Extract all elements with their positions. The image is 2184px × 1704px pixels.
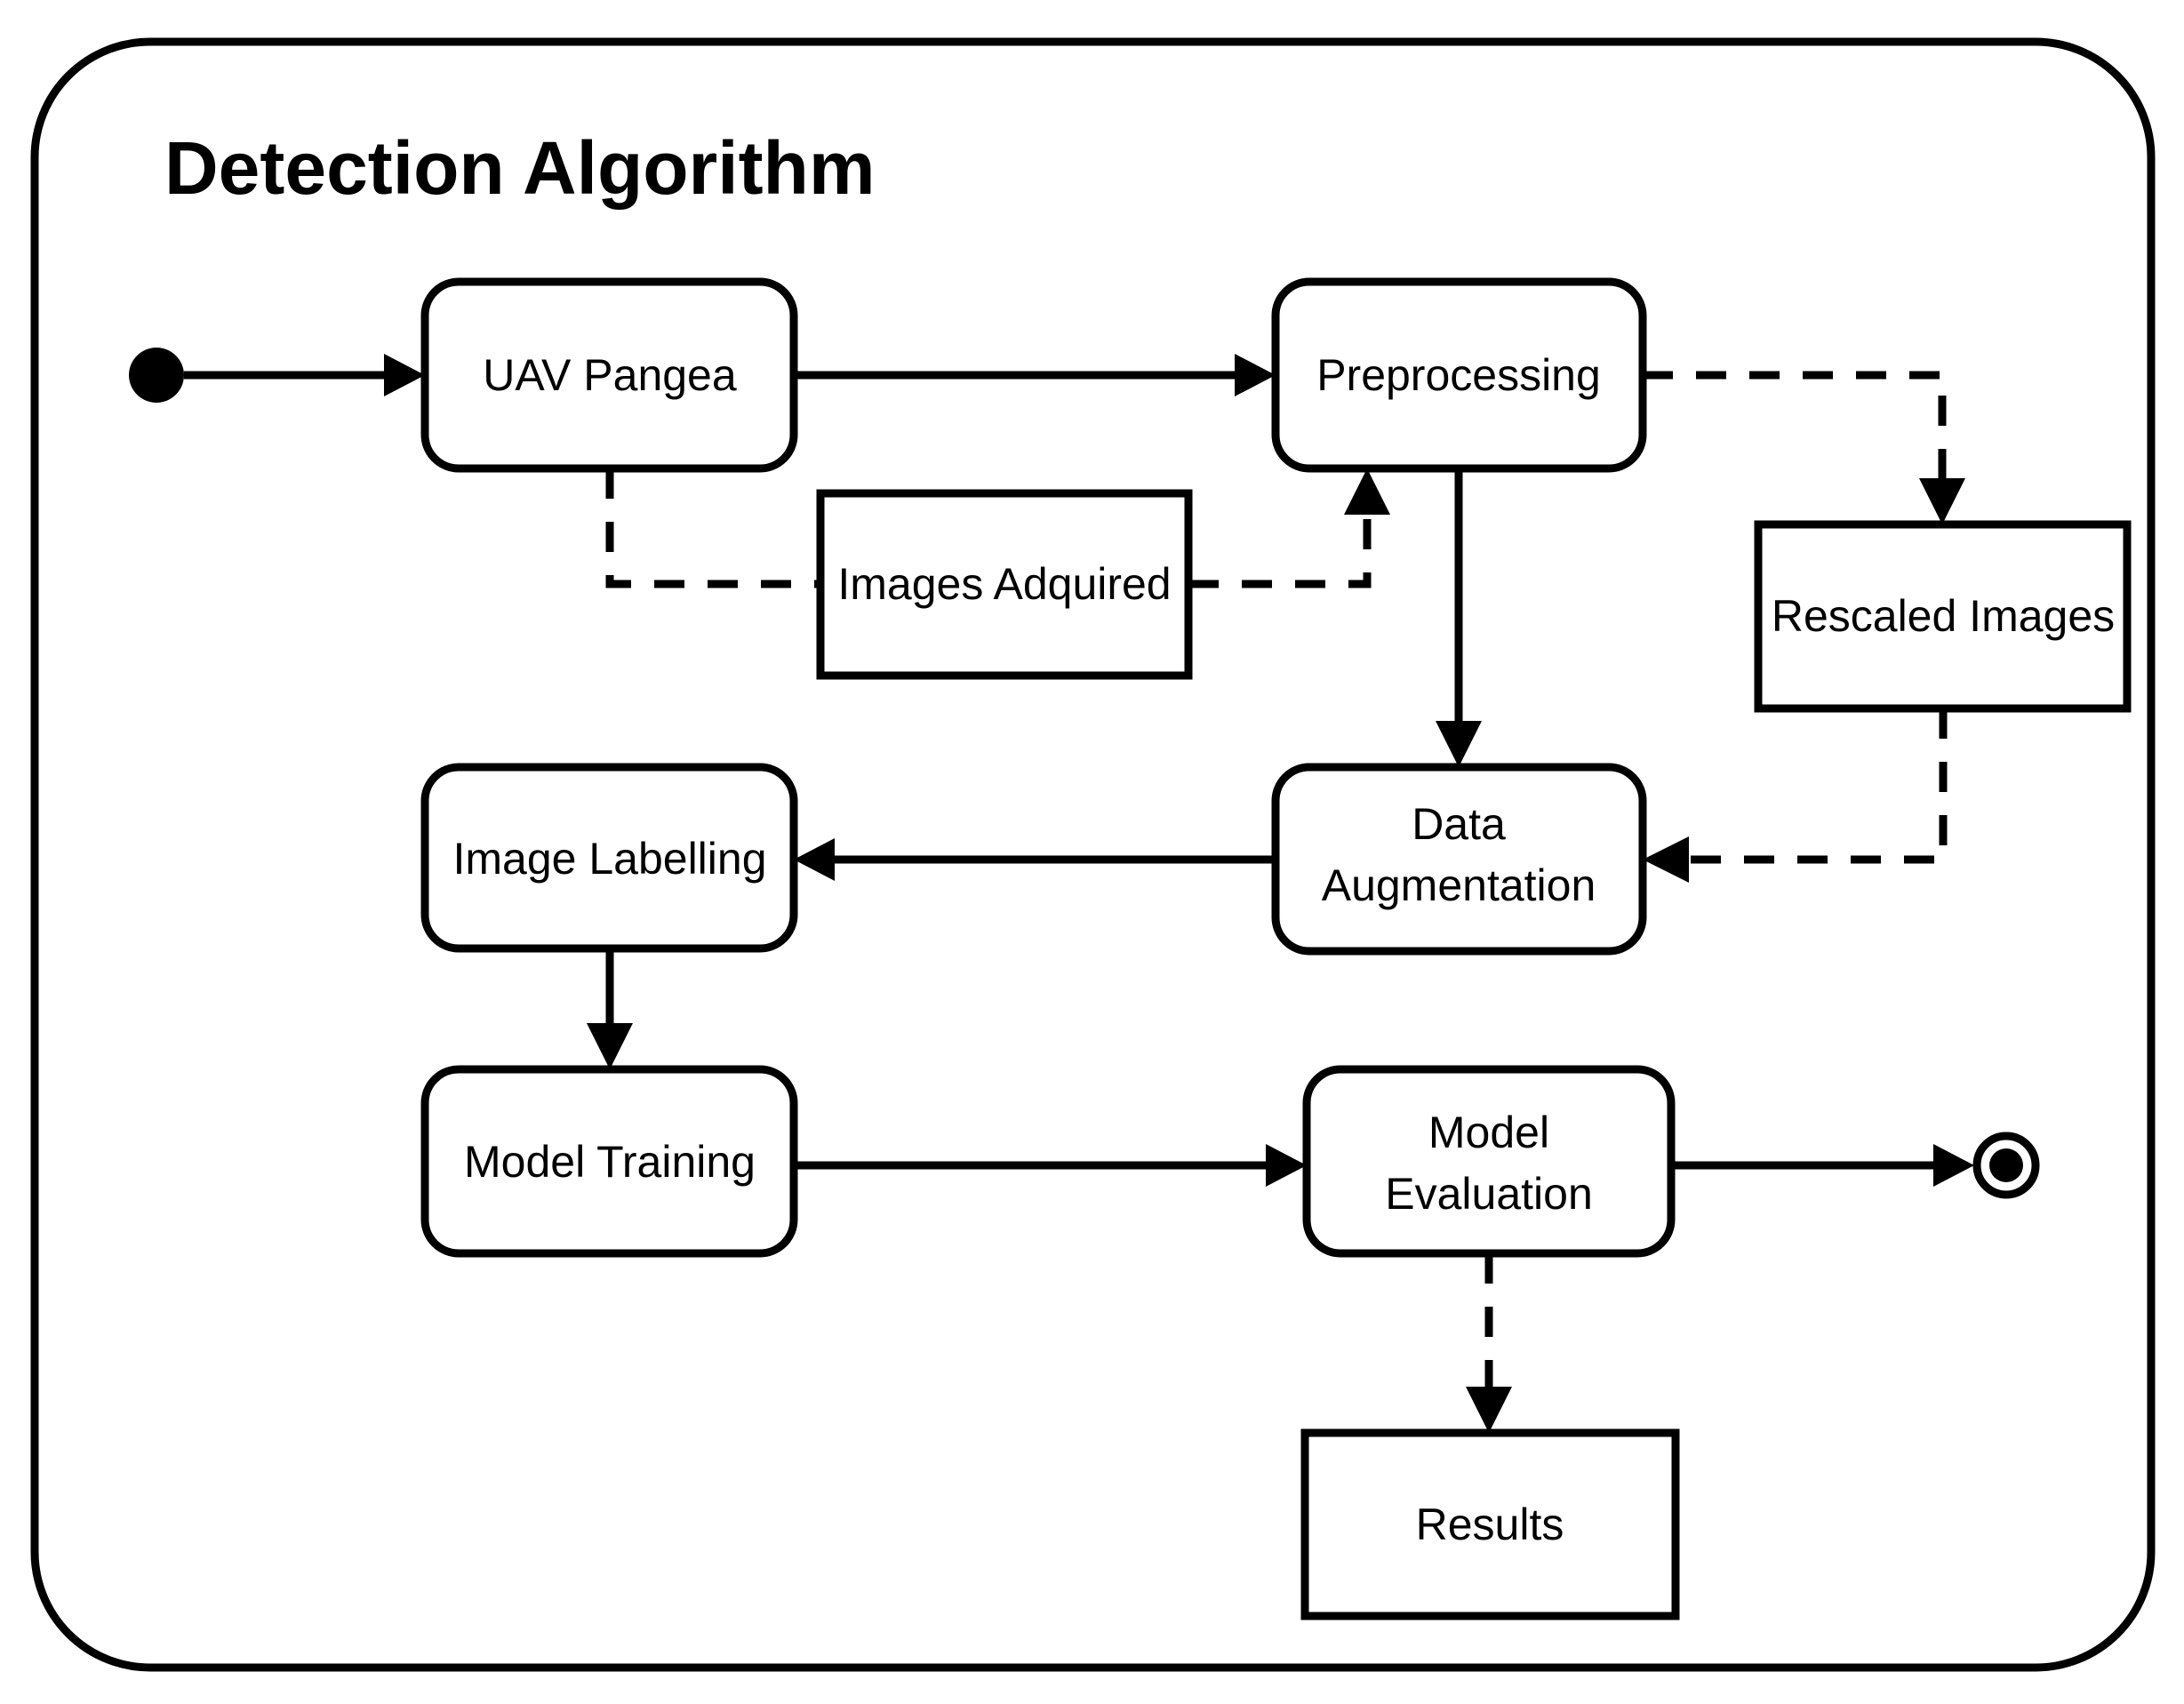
node-image-labelling[interactable]: Image Labelling (420, 763, 798, 953)
node-uav-pangea[interactable]: UAV Pangea (420, 277, 798, 473)
edge-data-augmentation-to-image-labelling (794, 838, 1276, 881)
node-model-training[interactable]: Model Training (420, 1065, 798, 1258)
edge-uav-pangea-to-preprocessing (794, 354, 1276, 396)
edge-model-evaluation-to-results (1466, 1253, 1512, 1433)
node-model-evaluation-label-line2: Evaluation (1385, 1169, 1593, 1219)
node-preprocessing-label: Preprocessing (1316, 350, 1601, 400)
edge-rescaled-images-to-data-augmentation (1643, 708, 1948, 883)
node-rescaled-images-label: Rescaled Images (1772, 591, 2115, 641)
node-images-adquired-label: Images Adquired (837, 559, 1171, 609)
node-data-augmentation[interactable]: Data Augmentation (1271, 763, 1647, 956)
node-model-training-label: Model Training (464, 1137, 756, 1187)
edge-preprocessing-to-data-augmentation (1436, 468, 1482, 767)
node-model-evaluation[interactable]: Model Evaluation (1302, 1065, 1676, 1258)
node-data-augmentation-label-line1: Data (1412, 799, 1506, 849)
edge-images-adquired-to-preprocessing (1188, 468, 1390, 588)
node-results[interactable]: Results (1300, 1428, 1680, 1620)
edge-model-training-to-model-evaluation (794, 1144, 1307, 1187)
edge-start-to-uav-pangea (184, 354, 425, 396)
edge-preprocessing-to-rescaled-images (1643, 371, 1965, 524)
node-rescaled-images[interactable]: Rescaled Images (1754, 520, 2132, 713)
node-results-label: Results (1416, 1500, 1564, 1549)
end-node-icon (1972, 1132, 2040, 1199)
page-title: Detection Algorithm (164, 126, 876, 210)
node-image-labelling-label: Image Labelling (452, 834, 766, 884)
edge-image-labelling-to-model-training (587, 948, 633, 1069)
node-uav-pangea-label: UAV Pangea (483, 350, 737, 400)
node-data-augmentation-label-line2: Augmentation (1322, 860, 1596, 910)
activity-frame (30, 37, 2156, 1672)
node-model-evaluation-label-line1: Model (1428, 1108, 1549, 1157)
node-images-adquired[interactable]: Images Adquired (816, 489, 1193, 680)
start-node-icon (129, 348, 184, 403)
edge-model-evaluation-to-end-node (1671, 1144, 1974, 1187)
node-preprocessing[interactable]: Preprocessing (1271, 277, 1647, 473)
